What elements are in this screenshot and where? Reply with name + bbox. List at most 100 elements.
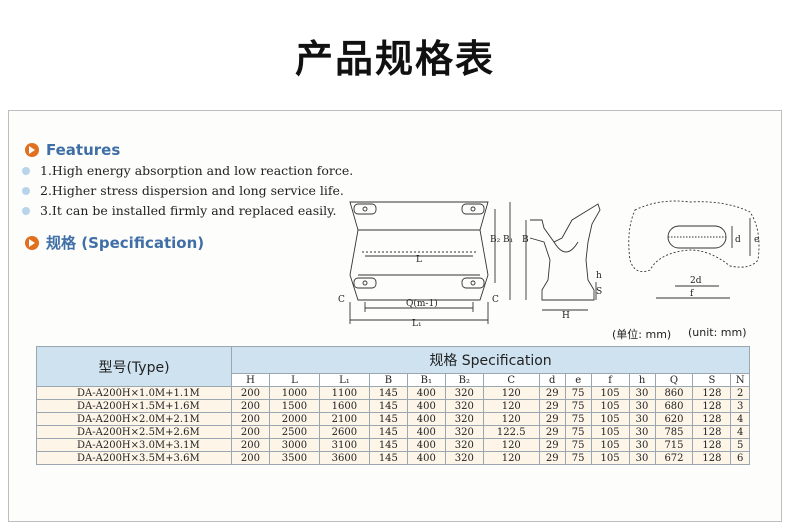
- value-cell: 200: [231, 412, 270, 426]
- feature-item: 3.It can be installed firmly and replace…: [22, 203, 337, 218]
- column-header: B₁: [406, 373, 446, 387]
- column-header: Q: [654, 373, 694, 387]
- value-cell: 75: [564, 425, 592, 439]
- value-cell: 860: [654, 386, 694, 400]
- value-cell: 75: [564, 412, 592, 426]
- value-cell: 3600: [318, 451, 370, 465]
- dim-label-L1: L₁: [412, 319, 422, 329]
- value-cell: 29: [538, 399, 566, 413]
- value-cell: 128: [692, 386, 732, 400]
- value-cell: 6: [730, 451, 750, 465]
- value-cell: 145: [368, 386, 408, 400]
- value-cell: 400: [406, 425, 446, 439]
- value-cell: 400: [406, 412, 446, 426]
- value-cell: 128: [692, 412, 732, 426]
- type-cell: DA-A200H×2.0M+2.1M: [36, 412, 232, 426]
- value-cell: 1500: [268, 399, 320, 413]
- value-cell: 128: [692, 399, 732, 413]
- column-header: e: [564, 373, 592, 387]
- value-cell: 30: [628, 412, 656, 426]
- dim-label-h: h: [596, 271, 602, 281]
- dim-label-e: e: [754, 235, 759, 245]
- value-cell: 200: [231, 438, 270, 452]
- value-cell: 320: [444, 399, 484, 413]
- value-cell: 3500: [268, 451, 320, 465]
- value-cell: 4: [730, 412, 750, 426]
- value-cell: 3: [730, 399, 750, 413]
- value-cell: 620: [654, 412, 694, 426]
- value-cell: 29: [538, 438, 566, 452]
- value-cell: 4: [730, 425, 750, 439]
- value-cell: 105: [590, 412, 630, 426]
- value-cell: 320: [444, 386, 484, 400]
- value-cell: 785: [654, 425, 694, 439]
- spec-section-header: 规格 (Specification): [25, 232, 204, 253]
- value-cell: 200: [231, 451, 270, 465]
- dim-label-S: S: [596, 287, 602, 297]
- value-cell: 145: [368, 399, 408, 413]
- value-cell: 75: [564, 451, 592, 465]
- unit-label-cn: (单位: mm): [612, 328, 672, 341]
- column-header: d: [538, 373, 566, 387]
- value-cell: 105: [590, 386, 630, 400]
- value-cell: 200: [231, 386, 270, 400]
- column-header: B₂: [444, 373, 484, 387]
- value-cell: 320: [444, 451, 484, 465]
- value-cell: 3100: [318, 438, 370, 452]
- value-cell: 200: [231, 425, 270, 439]
- value-cell: 400: [406, 438, 446, 452]
- dim-label-C-right: C: [492, 295, 499, 305]
- dim-label-d: d: [735, 235, 741, 245]
- dim-label-B1: B₁: [503, 235, 513, 245]
- orange-arrow-icon: [25, 143, 39, 157]
- type-cell: DA-A200H×1.5M+1.6M: [36, 399, 232, 413]
- value-cell: 105: [590, 399, 630, 413]
- value-cell: 2600: [318, 425, 370, 439]
- value-cell: 320: [444, 412, 484, 426]
- column-header: L₁: [318, 373, 370, 387]
- dim-label-B2: B₂: [490, 235, 501, 245]
- value-cell: 2500: [268, 425, 320, 439]
- value-cell: 5: [730, 438, 750, 452]
- value-cell: 29: [538, 451, 566, 465]
- value-cell: 400: [406, 399, 446, 413]
- value-cell: 1600: [318, 399, 370, 413]
- value-cell: 128: [692, 451, 732, 465]
- value-cell: 75: [564, 399, 592, 413]
- features-title: Features: [46, 141, 121, 159]
- type-cell: DA-A200H×3.5M+3.6M: [36, 451, 232, 465]
- value-cell: 122.5: [482, 425, 540, 439]
- value-cell: 145: [368, 451, 408, 465]
- spec-group-header: 规格 Specification: [231, 346, 750, 374]
- fender-technical-drawing: L Q(m-1) L₁ C C B₂ B₁ B S H h d e 2d f: [338, 200, 760, 329]
- feature-item: 1.High energy absorption and low reactio…: [22, 163, 353, 178]
- unit-label-en: (unit: mm): [688, 326, 747, 339]
- value-cell: 2100: [318, 412, 370, 426]
- dim-label-L: L: [416, 255, 422, 265]
- feature-text: 3.It can be installed firmly and replace…: [40, 203, 337, 218]
- features-header: Features: [25, 141, 120, 159]
- value-cell: 29: [538, 425, 566, 439]
- dim-label-C: C: [338, 295, 345, 305]
- type-cell: DA-A200H×3.0M+3.1M: [36, 438, 232, 452]
- type-cell: DA-A200H×1.0M+1.1M: [36, 386, 232, 400]
- value-cell: 30: [628, 438, 656, 452]
- value-cell: 400: [406, 386, 446, 400]
- column-header: S: [692, 373, 732, 387]
- page-title: 产品规格表: [294, 37, 495, 81]
- value-cell: 30: [628, 425, 656, 439]
- value-cell: 29: [538, 386, 566, 400]
- value-cell: 30: [628, 386, 656, 400]
- value-cell: 680: [654, 399, 694, 413]
- dim-label-B: B: [522, 235, 529, 245]
- value-cell: 128: [692, 425, 732, 439]
- value-cell: 145: [368, 412, 408, 426]
- type-column-header: 型号(Type): [36, 346, 232, 387]
- value-cell: 120: [482, 451, 540, 465]
- spec-section-title: 规格 (Specification): [46, 234, 205, 252]
